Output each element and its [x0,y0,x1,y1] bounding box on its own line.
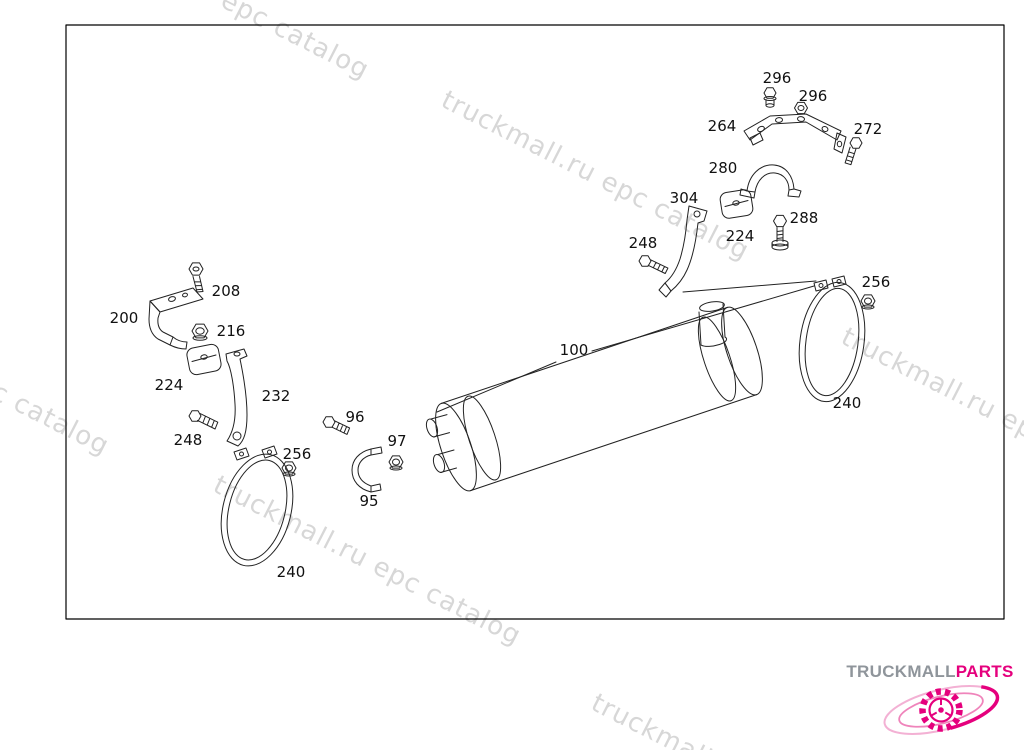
diagram-frame [65,24,1005,620]
part-bracket-264 [743,113,847,154]
part-label-272[interactable]: 272 [854,120,883,138]
part-clamp-240-right [798,275,866,403]
part-bolt-248-left [188,410,219,430]
part-bolt-272 [844,137,863,166]
part-label-240-left[interactable]: 240 [277,563,306,581]
part-saddle-clamp-280 [739,164,802,199]
part-nut-256-right [860,294,876,310]
part-bolt-248-right [638,255,669,274]
truckmall-logo-text: TRUCKMALLPARTS [846,662,1014,682]
part-bolt-208 [188,262,204,293]
part-label-224-left[interactable]: 224 [155,376,184,394]
truckmall-logo-gear [882,684,1000,736]
part-bolt-288 [771,214,789,251]
brand-name-gray: TRUCKMALL [846,662,956,681]
part-pipe-clamp-95 [351,446,383,493]
part-label-248-right[interactable]: 248 [629,234,658,252]
part-label-216[interactable]: 216 [217,322,246,340]
part-bracket-304 [658,205,708,298]
part-muffler-100 [425,301,763,492]
part-label-224-right[interactable]: 224 [726,227,755,245]
part-number-labels: 296 296 264 272 280 304 288 224 248 256 … [110,69,891,581]
part-label-208[interactable]: 208 [212,282,241,300]
part-label-288[interactable]: 288 [790,209,819,227]
part-label-296-b[interactable]: 296 [799,87,828,105]
part-bolt-96 [322,416,351,435]
brand-name-pink: PARTS [955,662,1014,681]
gear-icon [882,684,1000,736]
part-label-280[interactable]: 280 [709,159,738,177]
part-rubber-mount-224-right [719,189,754,219]
part-nut-97 [388,455,404,471]
part-clamp-240-left [220,445,294,567]
part-label-97[interactable]: 97 [387,432,406,450]
part-label-200[interactable]: 200 [110,309,139,327]
part-label-96[interactable]: 96 [345,408,364,426]
part-label-304[interactable]: 304 [670,189,699,207]
part-label-296-a[interactable]: 296 [763,69,792,87]
part-label-232[interactable]: 232 [262,387,291,405]
part-rubber-mount-224-left [186,343,222,376]
part-label-100[interactable]: 100 [560,341,589,359]
part-label-248-left[interactable]: 248 [174,431,203,449]
part-nut-216 [191,323,209,341]
part-label-256-right[interactable]: 256 [862,273,891,291]
part-bolt-296 [763,87,777,108]
part-label-264[interactable]: 264 [708,117,737,135]
part-label-95[interactable]: 95 [359,492,378,510]
part-hanger-strap-232 [225,348,248,447]
part-label-256-left[interactable]: 256 [283,445,312,463]
part-label-240-right[interactable]: 240 [833,394,862,412]
part-bracket-200 [148,287,204,350]
